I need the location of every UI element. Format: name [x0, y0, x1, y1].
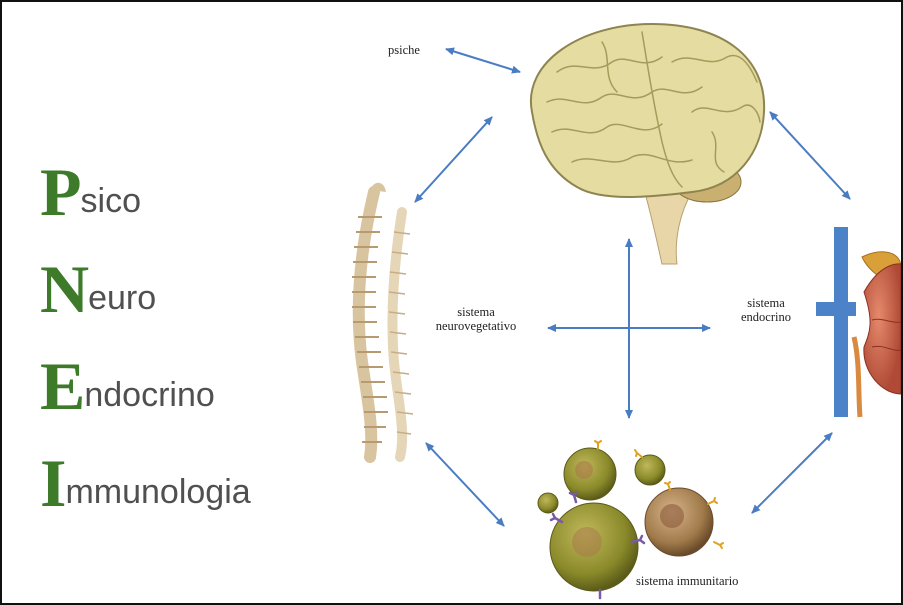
brain-icon [531, 24, 764, 264]
label-sistema-neurovegetativo: sistema neurovegetativo [406, 305, 546, 333]
immune-cell [538, 493, 558, 513]
immune-cell [635, 455, 665, 485]
label-sistema-endocrino: sistema endocrino [728, 296, 804, 324]
label-sistema-immunitario: sistema immunitario [636, 574, 776, 588]
spine-icon [352, 183, 413, 457]
arrow-kidney-cells [752, 433, 832, 513]
kidney-icon [816, 227, 901, 417]
arrow-psiche-brain [446, 49, 520, 72]
arrow-spine-cells [426, 443, 504, 526]
arrow-brain-kidney [770, 112, 850, 199]
arrow-brain-spine [415, 117, 492, 202]
label-psiche: psiche [388, 43, 444, 57]
